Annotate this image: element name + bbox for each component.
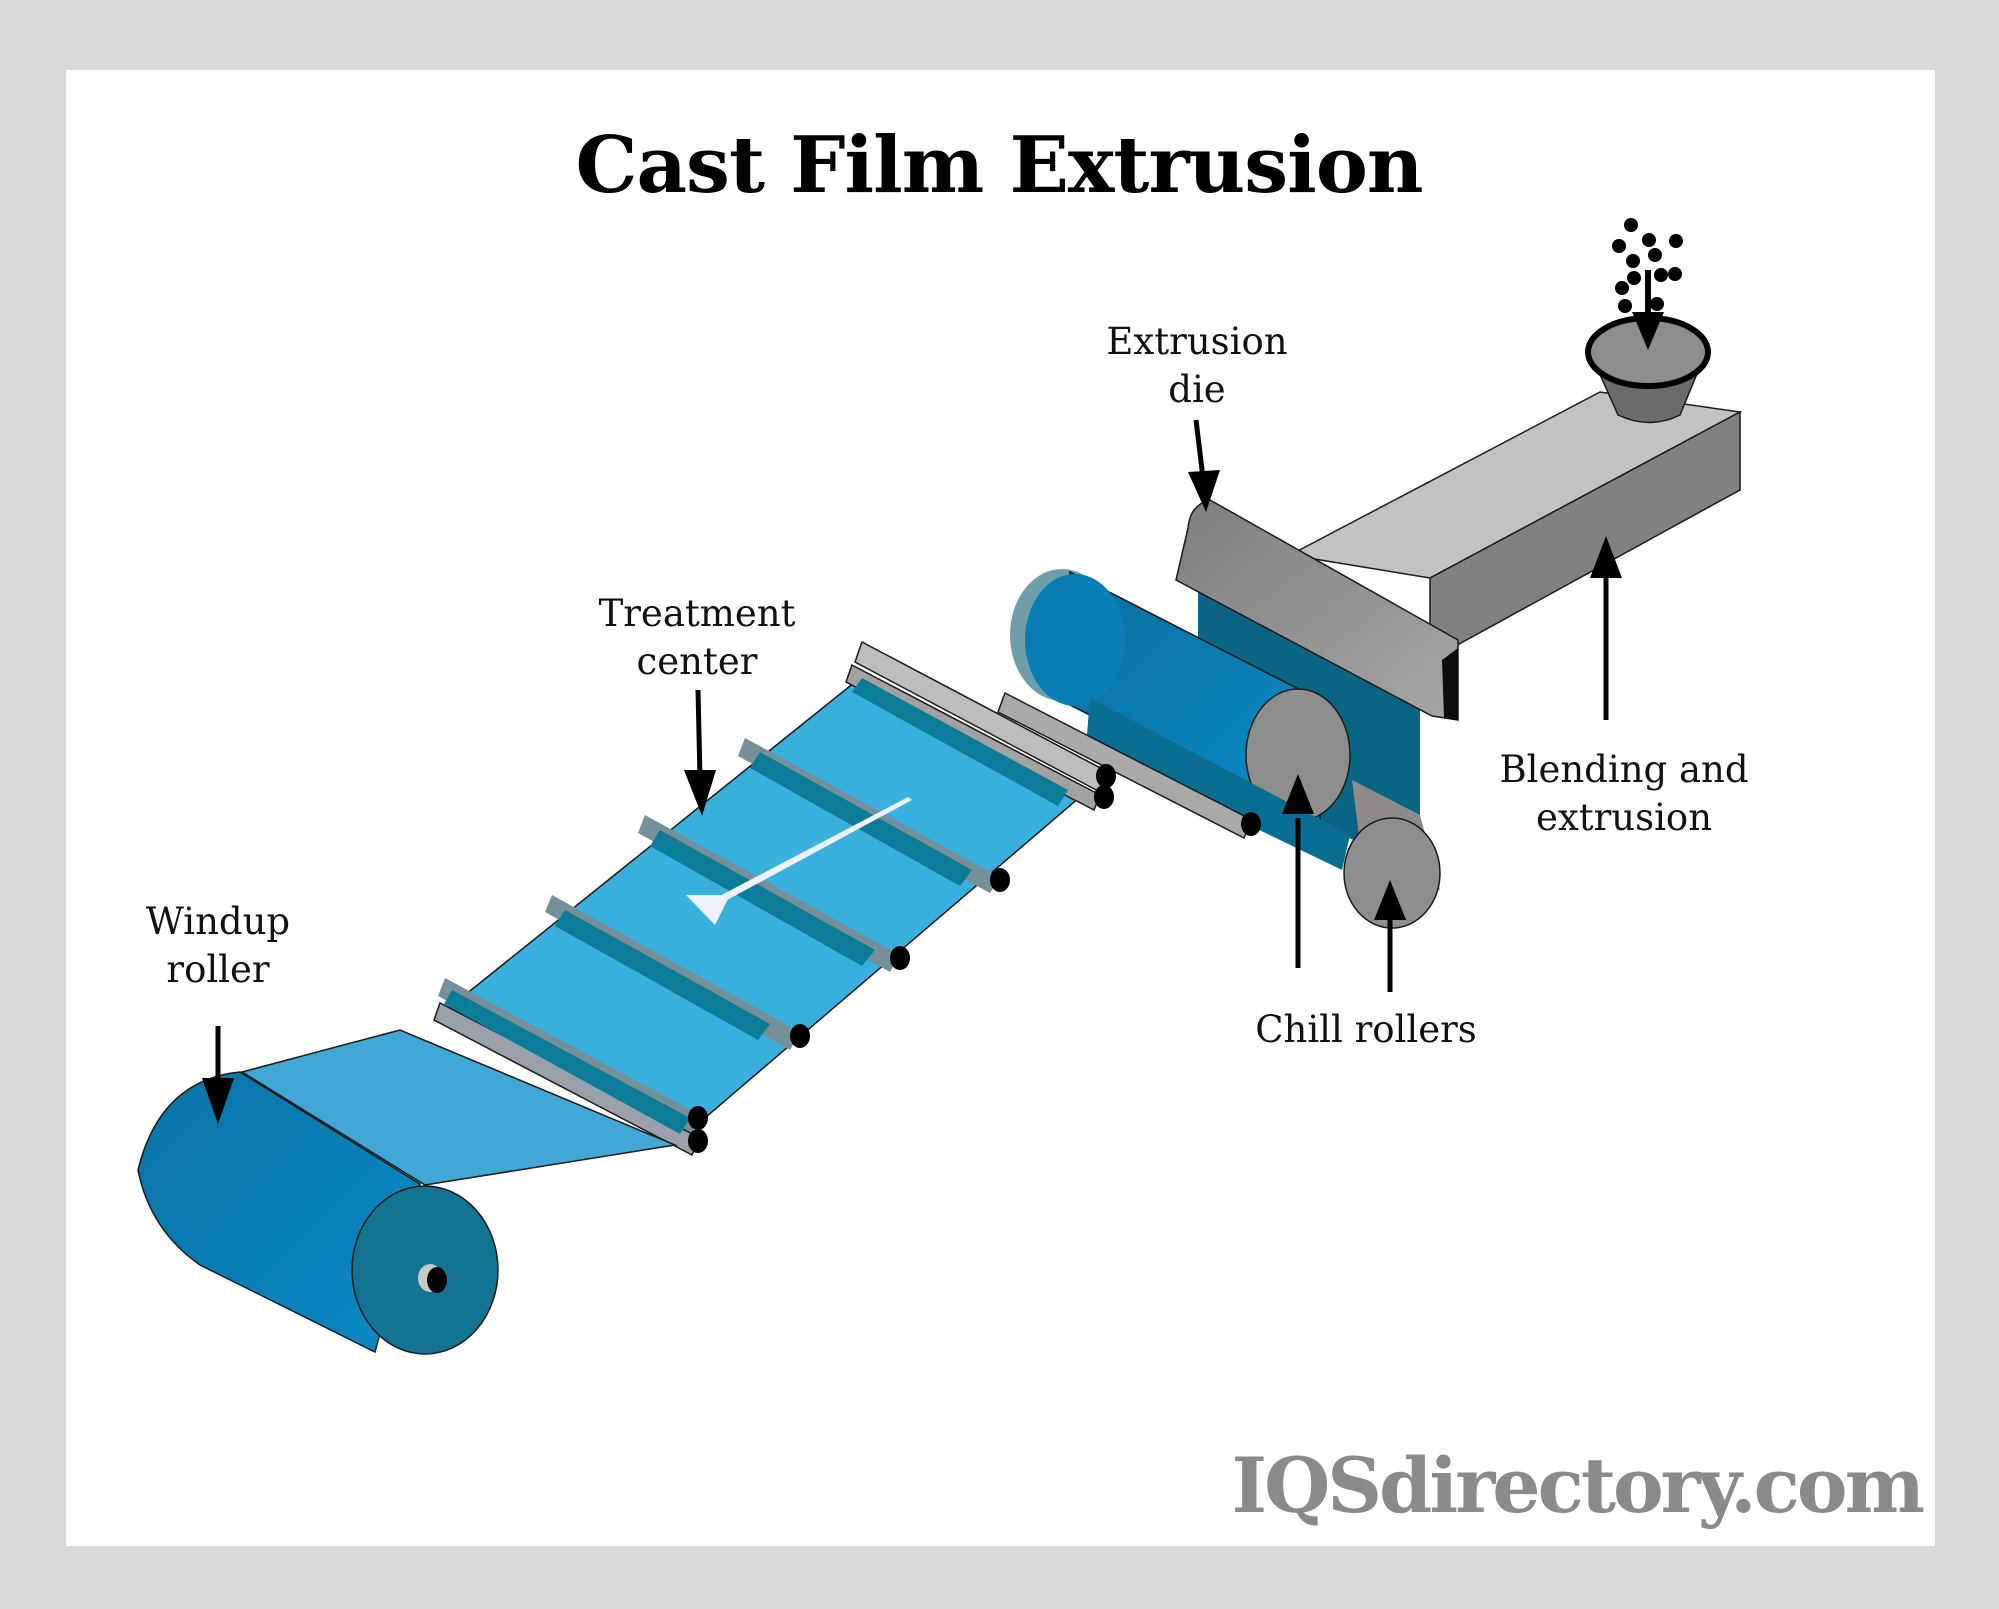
windup-roller [137,1071,499,1355]
guide-roller [997,691,1261,840]
web-direction-arrow-icon [686,797,912,925]
label-extrusion-die-line1: Extrusion [1106,320,1287,363]
chill-roller-small [1343,780,1441,929]
hopper [1585,315,1711,424]
label-chill-rollers: Chill rollers [1255,1008,1477,1051]
label-windup-line2: roller [166,948,270,991]
chill-roller-large [1010,569,1351,834]
extrusion-die-arrow [1193,419,1206,479]
callout-arrows [202,419,1622,1124]
film-to-windup [240,1029,678,1186]
label-treatment-line1: Treatment [599,592,796,635]
label-blending-line2: extrusion [1536,796,1712,839]
label-blending-line1: Blending and [1499,748,1748,791]
extruder-barrel [1287,391,1743,662]
idler-rollers [433,640,1116,1157]
feed-arrow-icon [1632,270,1664,350]
label-extrusion-die-line2: die [1168,368,1225,411]
resin-pellets [1612,218,1683,313]
diagram-title: Cast Film Extrusion [575,120,1422,211]
label-treatment-line2: center [637,640,758,683]
watermark: IQSdirectory.com [1232,1441,1924,1530]
film-on-chill [1086,698,1350,870]
label-windup-line1: Windup [146,900,290,943]
